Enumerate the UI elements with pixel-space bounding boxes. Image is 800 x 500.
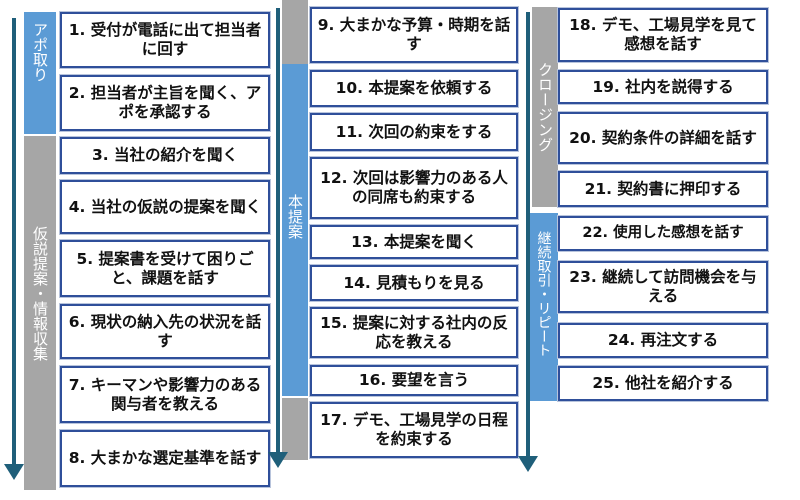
step-box-1: 1. 受付が電話に出て担当者に回す	[60, 12, 270, 68]
step-box-14: 14. 見積もりを見る	[310, 265, 518, 301]
phase-gray-bottom	[282, 398, 308, 460]
step-box-8: 8. 大まかな選定基準を話す	[60, 430, 270, 487]
step-box-12: 12. 次回は影響力のある人の同席も約束する	[310, 157, 518, 219]
step-box-2: 2. 担当者が主旨を聞く、アポを承認する	[60, 75, 270, 131]
down-arrow-icon	[4, 18, 24, 480]
step-box-22: 22. 使用した感想を話す	[558, 216, 768, 251]
step-box-24: 24. 再注文する	[558, 323, 768, 358]
step-box-19: 19. 社内を説得する	[558, 70, 768, 104]
step-box-20: 20. 契約条件の詳細を話す	[558, 112, 768, 164]
step-box-13: 13. 本提案を聞く	[310, 225, 518, 259]
phase-label-hypothesis: 仮説提案・情報収集	[24, 136, 56, 490]
step-box-15: 15. 提案に対する社内の反応を教える	[310, 307, 518, 358]
step-box-7: 7. キーマンや影響力のある関与者を教える	[60, 366, 270, 423]
phase-label-main-proposal: 本提案	[282, 64, 308, 396]
step-box-3: 3. 当社の紹介を聞く	[60, 137, 270, 174]
step-box-4: 4. 当社の仮説の提案を聞く	[60, 180, 270, 234]
step-box-17: 17. デモ、工場見学の日程を約束する	[310, 402, 518, 458]
step-box-10: 10. 本提案を依頼する	[310, 70, 518, 107]
step-box-25: 25. 他社を紹介する	[558, 366, 768, 401]
step-box-21: 21. 契約書に押印する	[558, 171, 768, 207]
step-box-18: 18. デモ、工場見学を見て感想を話す	[558, 8, 768, 62]
step-box-5: 5. 提案書を受けて困りごと、課題を話す	[60, 240, 270, 297]
phase-label-repeat: 継続取引・リピート	[528, 213, 558, 401]
phase-label-appointment: アポ取り	[24, 12, 56, 134]
down-arrow-icon	[268, 8, 288, 468]
step-box-11: 11. 次回の約束をする	[310, 113, 518, 151]
phase-gray-top	[282, 0, 308, 64]
phase-label-closing: クロージング	[532, 7, 558, 207]
down-arrow-icon	[518, 12, 538, 472]
step-box-16: 16. 要望を言う	[310, 365, 518, 396]
step-box-9: 9. 大まかな予算・時期を話す	[310, 7, 518, 63]
step-box-23: 23. 継続して訪問機会を与える	[558, 261, 768, 313]
step-box-6: 6. 現状の納入先の状況を話す	[60, 304, 270, 359]
